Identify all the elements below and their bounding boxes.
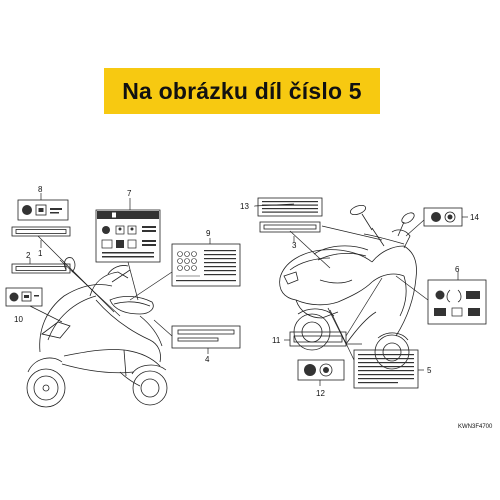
callout-11: 11 [272,336,281,345]
callout-4: 4 [205,355,210,364]
part-12-label [297,359,345,381]
callout-10: 10 [14,315,23,324]
part-10-label [5,287,43,307]
callout-8: 8 [38,185,43,194]
title-banner: Na obrázku díl číslo 5 [104,68,380,114]
callout-1: 1 [38,249,43,258]
part-6-label [427,279,487,325]
callout-7: 7 [127,189,132,198]
part-5-label [353,349,419,389]
part-13-label [257,197,323,217]
part-8-label [17,199,69,221]
callout-12: 12 [316,389,325,398]
part-1-strip [11,226,71,237]
callout-14: 14 [470,213,479,222]
callout-5: 5 [427,366,432,375]
banner-text: Na obrázku díl číslo 5 [122,77,362,104]
part-11-label [289,331,347,347]
callout-9: 9 [206,229,211,238]
callout-3: 3 [292,241,297,250]
callout-2: 2 [26,251,31,260]
part-9-label [171,243,241,287]
callout-6: 6 [455,265,460,274]
diagram-code: KWN3F4700 [458,424,493,430]
part-3-strip [259,221,321,233]
scooter-right-drawing [279,204,417,370]
callout-13: 13 [240,202,249,211]
part-14-label [423,207,463,227]
scooter-left-drawing [26,257,168,408]
part-4-label [171,325,241,349]
part-2-strip [11,263,71,274]
